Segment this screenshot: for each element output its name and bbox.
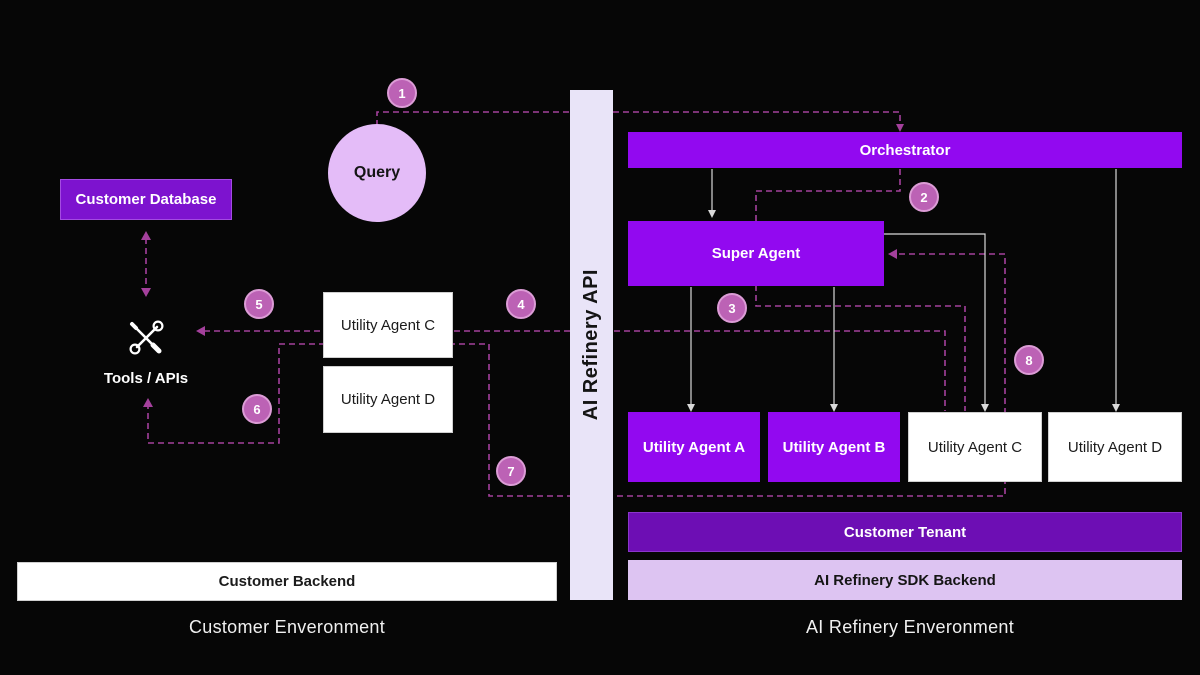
sdk-backend-node: AI Refinery SDK Backend bbox=[628, 560, 1182, 600]
arrowhead bbox=[981, 404, 989, 412]
step-circle-1: 1 bbox=[387, 78, 417, 108]
path-step6-7-8 bbox=[147, 253, 1006, 497]
ai-refinery-api-label: AI Refinery API bbox=[580, 269, 602, 421]
arrowhead bbox=[687, 404, 695, 412]
orchestrator-node: Orchestrator bbox=[628, 132, 1182, 168]
step-circle-5: 5 bbox=[244, 289, 274, 319]
arrow-down-tools bbox=[141, 288, 151, 297]
utility-agent-b-node: Utility Agent B bbox=[768, 412, 900, 482]
tools-apis-label: Tools / APIs bbox=[103, 370, 189, 387]
utility-agent-c-left-node: Utility Agent C bbox=[323, 292, 453, 358]
line-superagent-utilityc bbox=[884, 233, 986, 407]
arrow-into-tools bbox=[196, 326, 205, 336]
utility-agent-d-left-node: Utility Agent D bbox=[323, 366, 453, 433]
path-step1 bbox=[376, 111, 901, 129]
arrow-into-super-agent bbox=[888, 249, 897, 259]
customer-backend-node: Customer Backend bbox=[17, 562, 557, 601]
arrowhead bbox=[708, 210, 716, 218]
query-node: Query bbox=[328, 124, 426, 222]
ai-refinery-api-bar: AI Refinery API bbox=[570, 90, 613, 600]
customer-tenant-node: Customer Tenant bbox=[628, 512, 1182, 552]
path-step4-5 bbox=[204, 330, 946, 411]
arrowhead bbox=[830, 404, 838, 412]
arrowhead bbox=[1112, 404, 1120, 412]
step-circle-3: 3 bbox=[717, 293, 747, 323]
utility-agent-d-right-node: Utility Agent D bbox=[1048, 412, 1182, 482]
step-circle-8: 8 bbox=[1014, 345, 1044, 375]
arrow-up-database bbox=[141, 231, 151, 240]
tools-icon bbox=[124, 316, 168, 365]
step-circle-7: 7 bbox=[496, 456, 526, 486]
customer-environment-label: Customer Enveronment bbox=[188, 617, 386, 637]
step-circle-2: 2 bbox=[909, 182, 939, 212]
utility-agent-c-right-node: Utility Agent C bbox=[908, 412, 1042, 482]
customer-database-node: Customer Database bbox=[60, 179, 232, 220]
arrow-up-tools bbox=[143, 398, 153, 407]
super-agent-node: Super Agent bbox=[628, 221, 884, 286]
utility-agent-a-node: Utility Agent A bbox=[628, 412, 760, 482]
step-circle-6: 6 bbox=[242, 394, 272, 424]
step-circle-4: 4 bbox=[506, 289, 536, 319]
arrow-into-orchestrator bbox=[896, 124, 904, 132]
ai-refinery-environment-label: AI Refinery Enveronment bbox=[806, 617, 1014, 637]
